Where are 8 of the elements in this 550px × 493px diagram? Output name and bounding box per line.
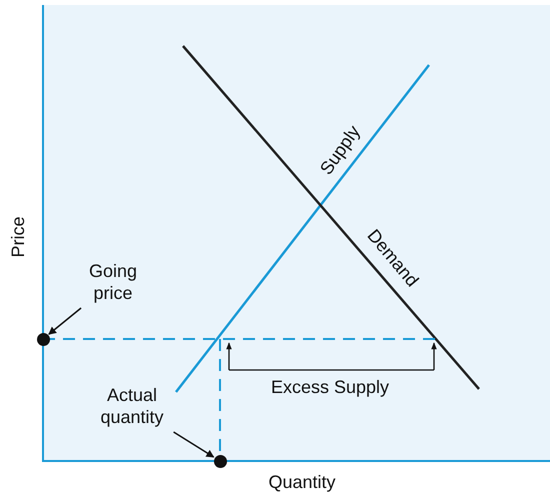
bracket-label: Excess Supply (270, 376, 390, 398)
leader-arrow (173, 431, 214, 458)
annotation-text: Actual quantity (82, 384, 182, 428)
axis-label: Quantity (268, 471, 336, 493)
point-marker (36, 332, 50, 346)
annotation-text: Going price (72, 260, 154, 304)
leader-arrow (48, 307, 82, 335)
axis-label: Price (7, 216, 29, 258)
